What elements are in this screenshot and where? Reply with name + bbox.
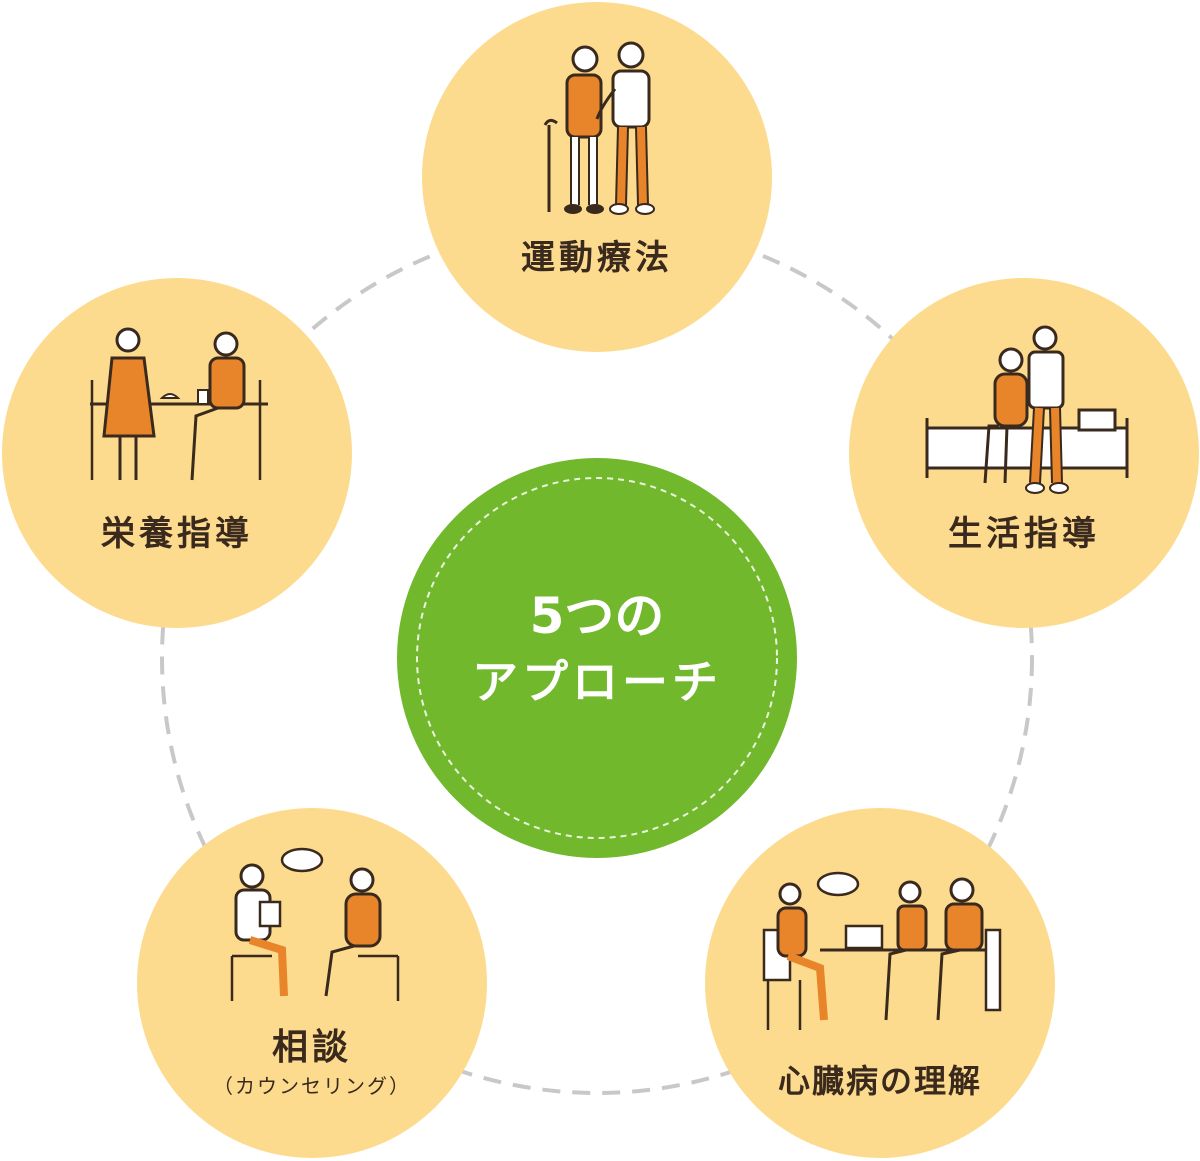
walking-assistance-illustration: [543, 41, 655, 215]
approach-node-exercise: 運動療法: [422, 2, 772, 352]
center-title-line1: 5つの: [529, 587, 665, 645]
counseling-illustration: [230, 847, 400, 1001]
bedside-support-illustration: [925, 325, 1129, 494]
approach-node-heart: 心臓病の理解: [705, 808, 1055, 1158]
center-dashed-inner-ring: [416, 477, 778, 839]
approach-label-heart: 心臓病の理解: [777, 1062, 982, 1100]
center-circle: 5つの アプローチ: [397, 458, 797, 858]
group-meeting-illustration: [762, 871, 1002, 1030]
approach-node-lifestyle: 生活指導: [849, 278, 1199, 628]
approach-node-nutrition: 栄養指導: [2, 278, 352, 628]
approach-node-counseling: 相談 （カウンセリング）: [137, 808, 487, 1158]
dining-illustration: [90, 327, 268, 481]
approach-label-counseling: 相談: [271, 1027, 352, 1068]
approach-label-exercise: 運動療法: [521, 238, 673, 278]
approach-sublabel-counseling: （カウンセリング）: [213, 1074, 411, 1098]
approach-label-lifestyle: 生活指導: [948, 514, 1100, 554]
approach-label-nutrition: 栄養指導: [101, 514, 253, 554]
center-title-line2: アプローチ: [472, 655, 722, 709]
